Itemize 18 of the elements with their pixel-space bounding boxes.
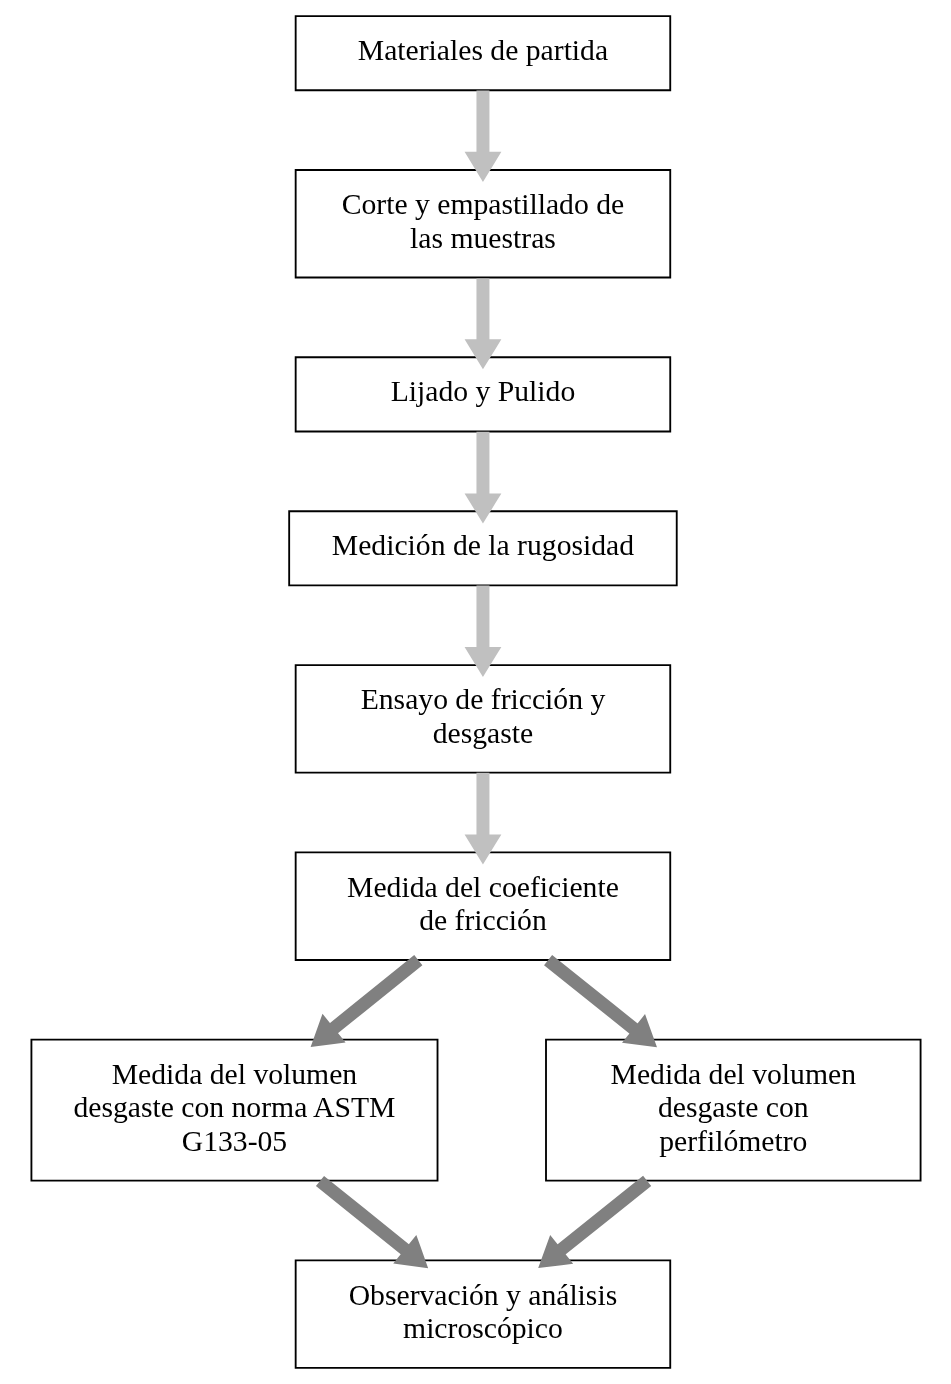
node-box: Observación y análisis microscópico [294,1259,671,1369]
arrow [464,772,501,865]
node-box: Medida del volumen desgaste con perfilómetro [544,1038,921,1182]
node-box: Corte y empastillado de las muestras [294,169,671,279]
arrow [537,1175,651,1269]
node-box: Lijado y Pulido [294,356,671,433]
arrow [310,955,422,1047]
node-box: Materiales de partida [294,15,671,92]
arrow [464,585,501,677]
arrow [464,278,501,370]
arrow [543,955,657,1048]
arrow [464,431,501,524]
node-box: Medición de la rugosidad [287,510,678,587]
node-box: Medida del volumen desgaste con norma ASTM G133-05 [30,1038,438,1182]
arrow [315,1175,428,1269]
node-box: Medida del coeficiente de fricción [294,851,671,961]
arrow [464,90,501,182]
node-box: Ensayo de fricción y desgaste [294,664,671,774]
